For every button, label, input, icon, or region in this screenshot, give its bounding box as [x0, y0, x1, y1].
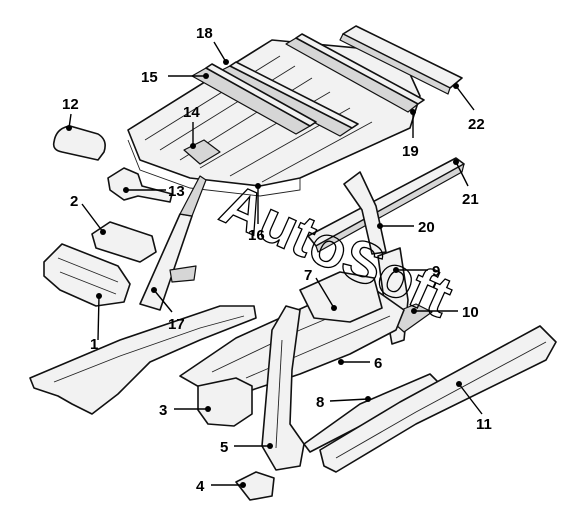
callout-17: 17	[151, 287, 185, 333]
callout-number: 2	[70, 193, 78, 210]
lower-bracket	[235, 471, 275, 501]
callout-number: 4	[196, 478, 205, 495]
hook	[107, 167, 173, 203]
callout-20: 20	[377, 219, 435, 236]
callout-7: 7	[304, 267, 337, 311]
front-floor-tunnel	[29, 305, 257, 415]
callout-22: 22	[453, 83, 485, 133]
callout-number: 15	[141, 69, 158, 86]
a-pillar	[139, 175, 207, 311]
callout-10: 10	[411, 304, 479, 321]
roof-bow-rear	[285, 33, 425, 113]
callout-number: 20	[418, 219, 435, 236]
callout-number: 17	[168, 316, 185, 333]
callout-number: 6	[374, 355, 382, 372]
crossmember	[91, 221, 157, 263]
callout-18: 18	[196, 25, 229, 65]
sill-outer	[319, 325, 557, 473]
callout-number: 22	[468, 116, 485, 133]
callout-1: 1	[90, 293, 102, 353]
callout-number: 1	[90, 336, 98, 353]
callout-13: 13	[123, 183, 185, 200]
callout-number: 9	[432, 263, 440, 280]
callout-6: 6	[338, 355, 382, 372]
callout-4: 4	[196, 478, 246, 495]
callout-8: 8	[316, 394, 371, 411]
roof-rail	[307, 157, 465, 253]
sun-visor	[52, 125, 106, 161]
roof-bow-front	[191, 63, 317, 135]
callout-12: 12	[62, 96, 79, 131]
callout-number: 16	[248, 227, 265, 244]
floor-front	[43, 243, 131, 307]
callout-9: 9	[393, 263, 440, 280]
callout-number: 10	[462, 304, 479, 321]
callout-number: 14	[183, 104, 200, 121]
callout-number: 19	[402, 143, 419, 160]
callout-11: 11	[456, 381, 492, 433]
callout-3: 3	[159, 402, 211, 419]
callout-19: 19	[402, 109, 419, 160]
rear-header	[339, 25, 463, 95]
callout-number: 8	[316, 394, 324, 411]
callout-16: 16	[248, 183, 265, 244]
callout-5: 5	[220, 439, 273, 456]
callout-2: 2	[70, 193, 106, 235]
callout-number: 21	[462, 191, 479, 208]
callout-number: 11	[476, 416, 492, 433]
c-pillar-upper	[343, 171, 387, 255]
b-pillar	[261, 305, 305, 471]
callout-number: 12	[62, 96, 79, 113]
bracket	[197, 377, 253, 427]
callout-number: 5	[220, 439, 228, 456]
callout-14: 14	[183, 104, 200, 149]
callout-number: 3	[159, 402, 167, 419]
callout-number: 7	[304, 267, 312, 284]
callout-21: 21	[453, 159, 479, 208]
callout-number: 13	[168, 183, 185, 200]
callout-15: 15	[141, 69, 209, 86]
callout-number: 18	[196, 25, 213, 42]
